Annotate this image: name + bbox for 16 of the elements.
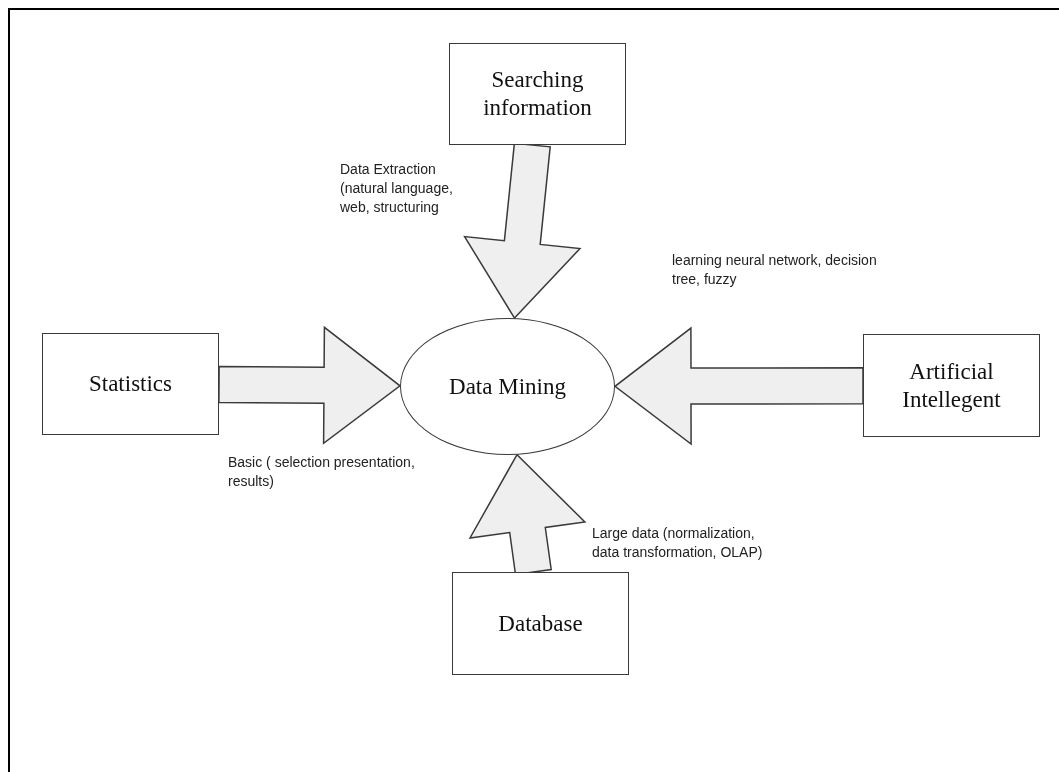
block-arrow: [218, 325, 402, 445]
node-label: Statistics: [88, 370, 173, 398]
node-label: Searching information: [482, 66, 593, 122]
block-arrow: [613, 326, 864, 446]
process-box: [449, 43, 626, 145]
arrow-note: Data Extraction (natural language, web, structuring: [340, 160, 454, 217]
arrow-note: Large data (normalization, data transformation, OLAP): [592, 524, 764, 562]
process-box: [42, 333, 219, 435]
process-box: [863, 334, 1040, 437]
process-box: [452, 572, 629, 675]
block-arrow: [463, 142, 582, 320]
node-label: Data Mining: [449, 372, 566, 401]
node-label: Artificial Intellegent: [901, 357, 1002, 414]
arrow-note: learning neural network, decision tree, fuzzy: [672, 251, 878, 289]
arrow-note: Basic ( selection presentation, results): [228, 453, 416, 491]
node-label: Database: [498, 609, 583, 638]
